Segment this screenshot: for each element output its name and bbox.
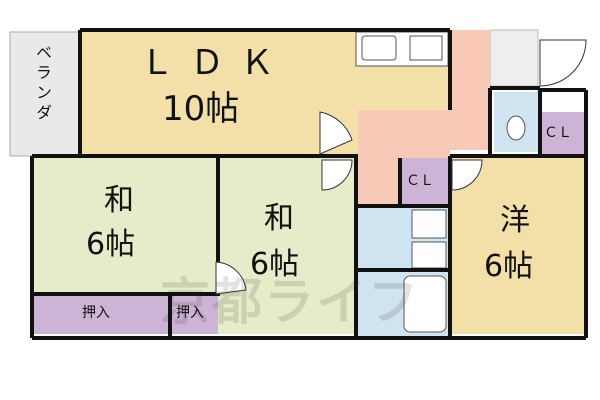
entrance-area xyxy=(489,29,539,87)
youshitsu-room xyxy=(452,156,584,334)
hallway xyxy=(358,30,490,205)
balcony-area xyxy=(9,31,81,157)
wash-basin xyxy=(411,209,447,239)
kitchen-sink xyxy=(361,35,397,61)
watermark: 京都ライフ xyxy=(160,273,420,331)
oshiire2-label: 押入 xyxy=(176,305,204,321)
closet-right-area xyxy=(540,112,584,156)
toilet-bowl xyxy=(506,115,526,141)
oshiire1-label: 押入 xyxy=(82,305,110,321)
closet2-label: ＣＬ xyxy=(544,125,572,141)
ldk-name: ＬＤＫ xyxy=(140,43,290,83)
closet-center-area xyxy=(402,158,450,206)
washitsu1-name: 和 xyxy=(104,183,134,218)
youshitsu-name: 洋 xyxy=(500,203,530,238)
youshitsu-size: 6帖 xyxy=(484,249,534,284)
washitsu1-room xyxy=(34,158,218,294)
closet1-label: ＣＬ xyxy=(406,173,434,189)
washitsu1-size: 6帖 xyxy=(86,227,136,262)
washitsu2-size: 6帖 xyxy=(250,247,300,282)
door-swings xyxy=(215,39,587,295)
washitsu2-name: 和 xyxy=(264,201,294,236)
bathtub xyxy=(403,275,447,333)
oshiire2-area xyxy=(172,294,218,334)
balcony-label: ベランダ xyxy=(33,44,52,124)
ldk-size: 10帖 xyxy=(162,89,240,129)
stove xyxy=(409,35,443,61)
oshiire1-area xyxy=(34,294,168,334)
